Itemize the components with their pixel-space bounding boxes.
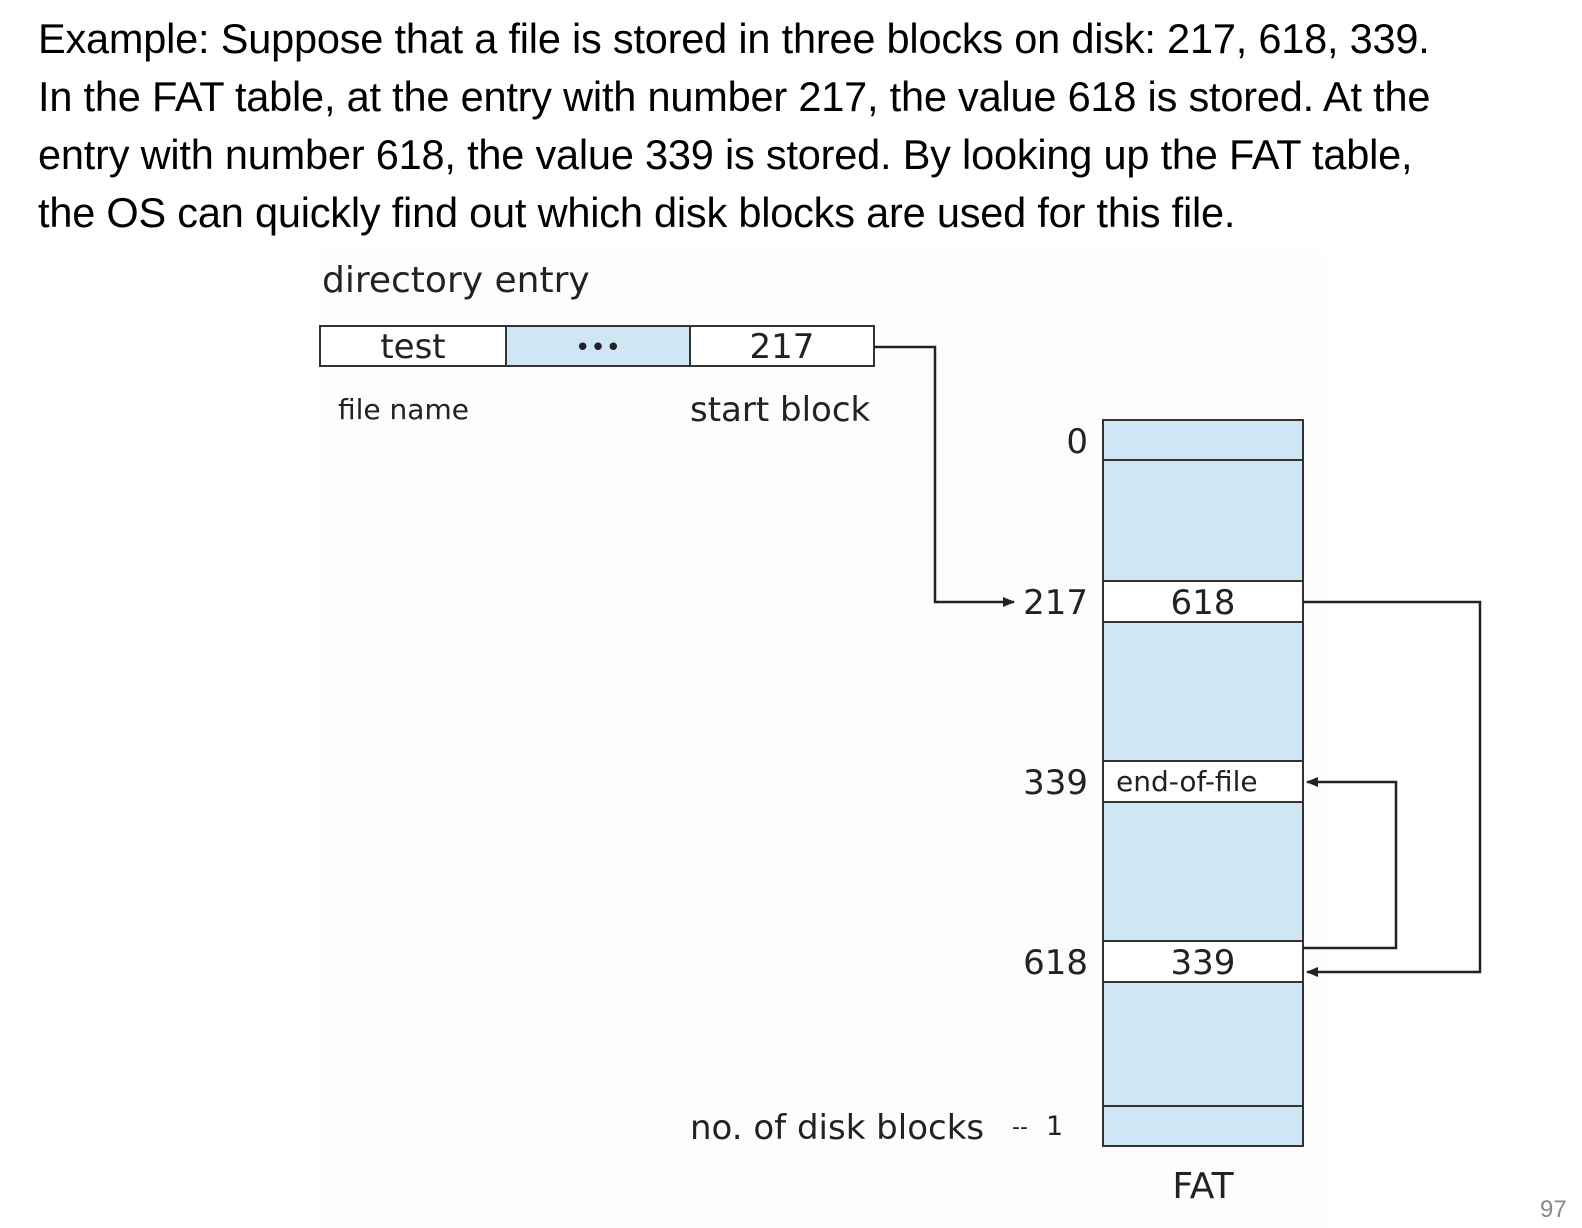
start-block-value: 217 — [750, 327, 815, 367]
start-block-cell — [689, 325, 875, 367]
fat-last-index-one: 1 — [1046, 1111, 1063, 1142]
directory-entry-title: directory entry — [322, 260, 590, 301]
fat-last-index-label: no. of disk blocks — [690, 1108, 984, 1148]
fat-title: FAT — [1172, 1166, 1234, 1207]
start-block-arrow — [874, 345, 1015, 607]
ellipsis-icon: ••• — [575, 333, 621, 363]
fat-index-339: 339 — [1023, 763, 1088, 803]
fat-index-618: 618 — [1023, 943, 1088, 983]
fat-entry-339 — [1102, 760, 1304, 803]
paragraph-line-4: the OS can quickly find out which disk b… — [38, 189, 1236, 236]
fat-last-index-dash: -- — [1012, 1115, 1028, 1140]
fat-index-0: 0 — [1066, 422, 1088, 462]
pointer-217-to-618-arrow — [1303, 600, 1482, 977]
pointer-618-to-339-arrow — [1303, 777, 1398, 950]
fat-index-217: 217 — [1023, 583, 1088, 623]
fat-entry-217 — [1102, 580, 1304, 623]
page-number: 97 — [1540, 1196, 1567, 1223]
description-paragraph: Example: Suppose that a file is stored i… — [38, 10, 1578, 242]
directory-entry-record: test ••• 217 — [319, 325, 875, 367]
paragraph-line-3: entry with number 618, the value 339 is … — [38, 131, 1413, 178]
fat-entry-339-value: end-of-file — [1116, 765, 1258, 798]
fat-entry-618-value: 339 — [1171, 943, 1236, 983]
file-name-label: file name — [338, 393, 469, 426]
file-name-value: test — [380, 327, 445, 367]
file-name-cell — [319, 325, 507, 367]
fat-entry-217-value: 618 — [1171, 583, 1236, 623]
fat-entry-618 — [1102, 940, 1304, 983]
fat-table: 618 end-of-file 339 — [1102, 419, 1304, 1147]
paragraph-line-2: In the FAT table, at the entry with numb… — [38, 73, 1431, 120]
paragraph-line-1: Example: Suppose that a file is stored i… — [38, 15, 1430, 62]
start-block-label: start block — [690, 390, 871, 430]
